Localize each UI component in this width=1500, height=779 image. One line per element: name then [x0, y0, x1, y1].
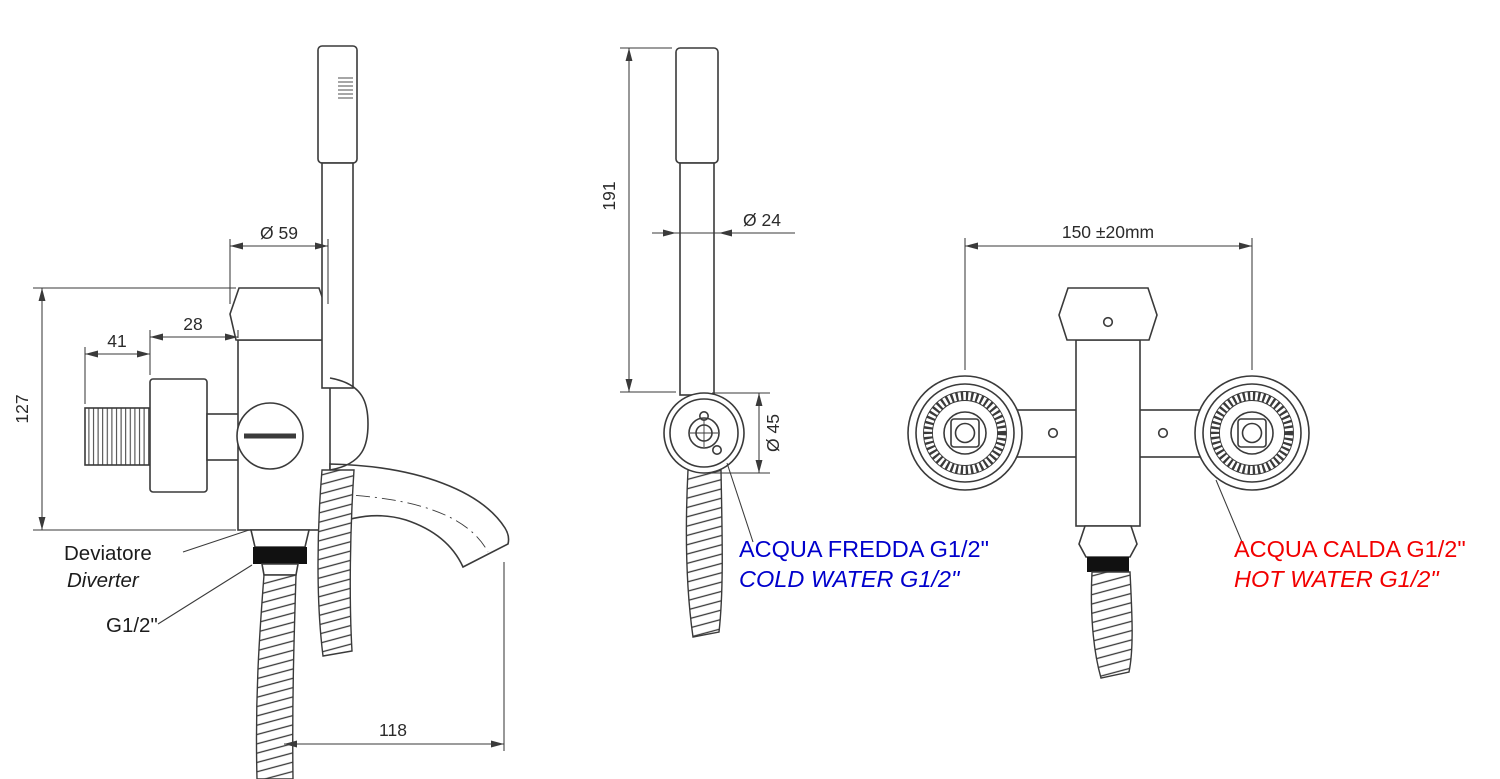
profile-dimensions: 191 Ø 24 Ø 45 [599, 47, 795, 474]
hand-shower-head [317, 45, 358, 164]
side-view: Ø 59 28 41 127 118 Deviatore Diverter G1… [12, 45, 510, 779]
profile-handle-lower [679, 162, 715, 396]
label-diverter-en: Diverter [67, 569, 140, 592]
dim-cap-diameter: Ø 59 [260, 223, 298, 243]
dim-handle-length: 191 [599, 181, 619, 210]
label-hot-it: ACQUA CALDA G1/2" [1234, 536, 1466, 562]
side-labels: Deviatore Diverter G1/2" [64, 529, 253, 637]
front-dimensions: 150 ±20mm [964, 222, 1253, 370]
wall-flange [149, 378, 208, 493]
dim-centers-distance: 150 ±20mm [1062, 222, 1154, 242]
threaded-pipe [84, 407, 151, 466]
hot-handwheel [1194, 375, 1310, 491]
cold-handwheel [907, 375, 1023, 491]
hot-water-callout: ACQUA CALDA G1/2" HOT WATER G1/2" [1215, 479, 1466, 592]
hose-connector [261, 563, 299, 576]
dim-handle-diameter: Ø 24 [743, 210, 781, 230]
label-thread: G1/2" [106, 614, 158, 637]
seal-band [253, 547, 307, 564]
shower-holder [329, 377, 369, 471]
side-dimensions: Ø 59 28 41 127 118 [12, 223, 505, 751]
front-seal-band [1087, 557, 1129, 572]
cap-screw [1102, 316, 1114, 328]
main-hose [255, 574, 297, 779]
front-cap [1058, 287, 1158, 341]
left-arm-screw [1047, 427, 1059, 439]
flange-neck [206, 413, 240, 461]
spout [329, 463, 510, 569]
profile-handle-upper [675, 47, 719, 164]
label-diverter-it: Deviatore [64, 542, 152, 565]
hand-shower-texture [338, 77, 353, 99]
front-hose [1090, 571, 1133, 679]
right-arm-screw [1157, 427, 1169, 439]
handle-cap [229, 287, 329, 341]
shower-hose [317, 469, 355, 657]
front-view: 150 ±20mm ACQUA CALDA G1/2" HOT WATER G1… [907, 222, 1466, 679]
dim-body-diameter: Ø 45 [763, 414, 783, 452]
dim-thread-length: 41 [107, 331, 126, 351]
profile-body [663, 392, 745, 474]
profile-hose [685, 469, 723, 638]
front-nut [1078, 525, 1138, 558]
label-cold-it: ACQUA FREDDA G1/2" [739, 536, 989, 562]
dim-flange-depth: 28 [183, 314, 202, 334]
label-hot-en: HOT WATER G1/2" [1234, 566, 1440, 592]
profile-view: 191 Ø 24 Ø 45 ACQUA FREDDA G1/2" COLD WA… [599, 47, 989, 638]
label-cold-en: COLD WATER G1/2" [739, 566, 961, 592]
front-body [1075, 339, 1141, 527]
dim-body-height: 127 [12, 394, 32, 423]
cold-water-callout: ACQUA FREDDA G1/2" COLD WATER G1/2" [726, 462, 989, 592]
hand-shower-handle [321, 162, 354, 389]
spout-axis [329, 493, 489, 553]
diverter-nut [249, 529, 311, 548]
dim-spout-reach: 118 [379, 720, 407, 740]
